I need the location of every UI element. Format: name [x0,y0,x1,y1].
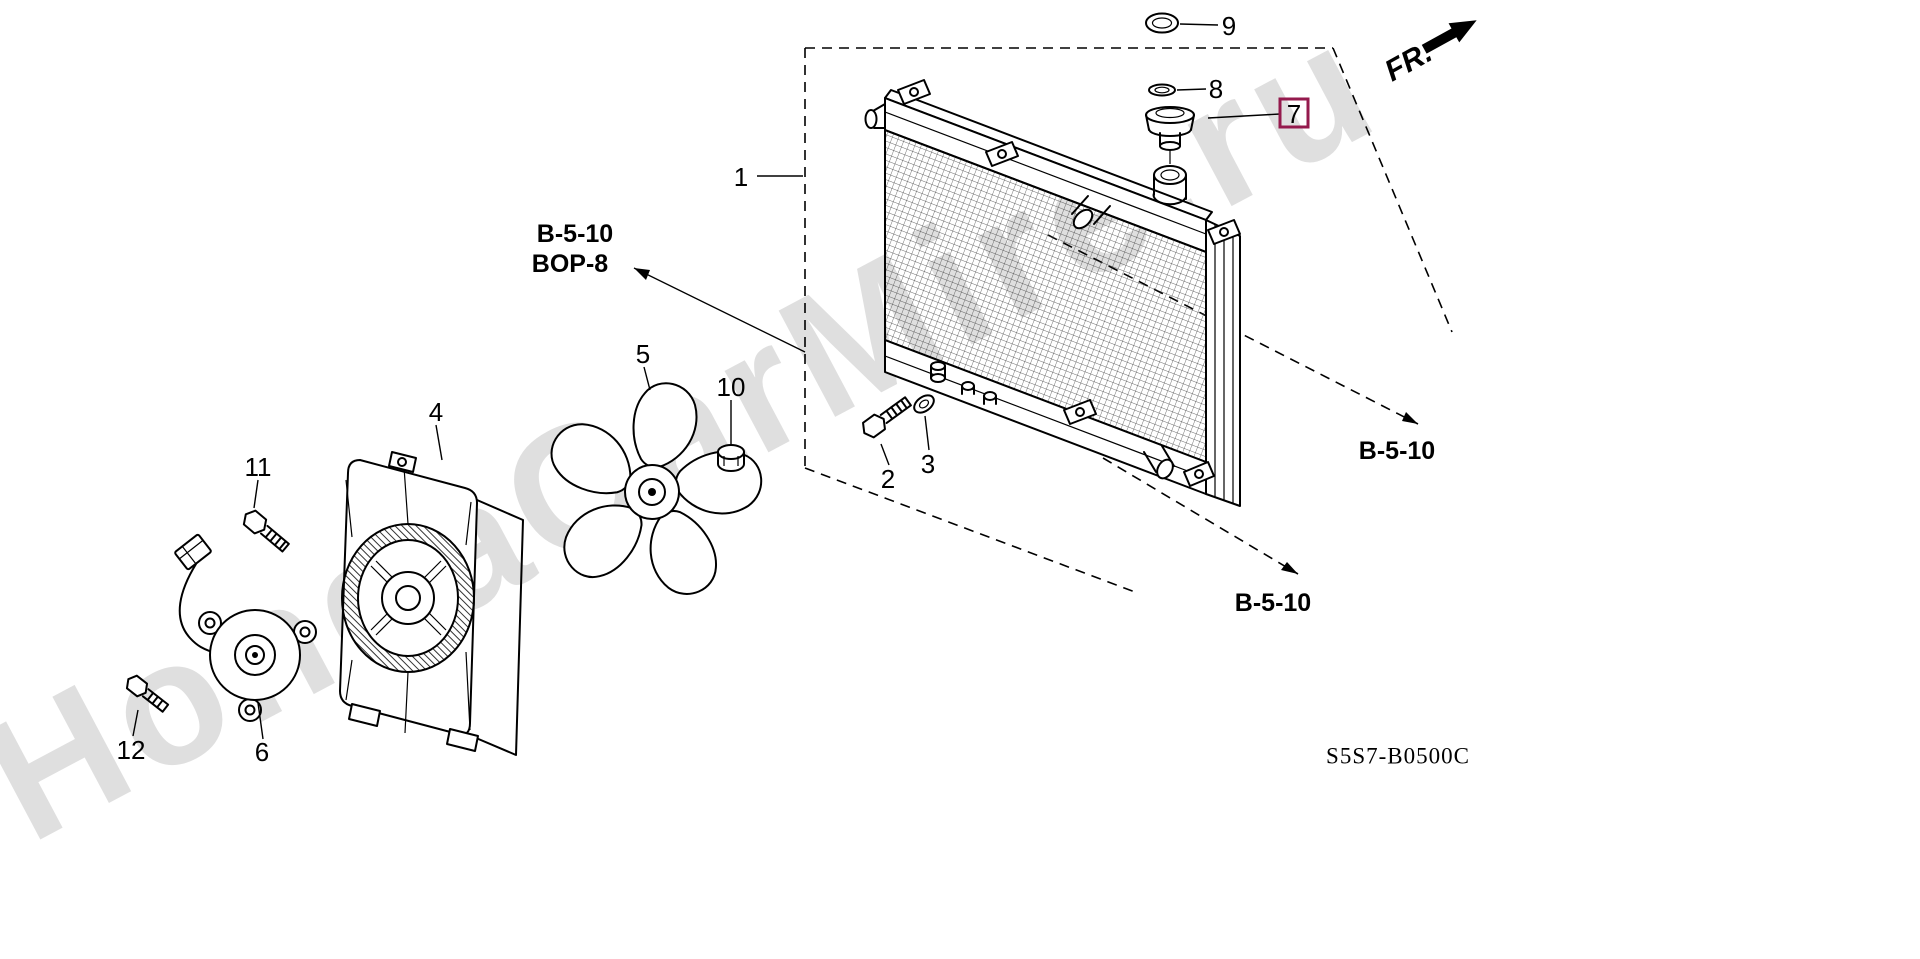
callout-6[interactable]: 6 [255,737,269,767]
motor-bolt-drawing [242,509,290,553]
callout-7-box [1278,97,1310,129]
motor-connector [174,533,212,571]
ref-link-bottom[interactable]: B-5-10 [1235,589,1311,617]
fr-direction-indicator: FR. [1379,20,1477,88]
callout-10[interactable]: 10 [717,372,746,402]
callout-2[interactable]: 2 [881,464,895,494]
fan-blade-drawing [541,382,771,608]
drain-bolt-drawing [862,396,912,439]
cap-ring-drawing [1145,12,1179,34]
callout-1[interactable]: 1 [734,162,748,192]
callout-3[interactable]: 3 [921,449,935,479]
ref-right-arrow-icon [1402,412,1418,424]
ref-link-right[interactable]: B-5-10 [1359,437,1435,465]
drain-washer-drawing [913,394,935,414]
radiator-drawing [864,79,1241,507]
callout-11[interactable]: 11 [245,452,272,482]
ref-left-arrow-icon [634,268,650,280]
fan-motor-drawing [174,533,317,722]
callout-7-highlighted[interactable]: 7 [1278,97,1310,129]
assembly-boundary [804,47,1453,593]
callout-4[interactable]: 4 [429,397,443,427]
bracket-bolt-drawing [125,674,170,713]
ref-link-left-secondary[interactable]: BOP-8 [532,250,609,278]
callout-9[interactable]: 9 [1222,11,1236,41]
callout-leaders [132,23,1281,740]
callout-7[interactable]: 7 [1287,99,1301,129]
cap-gasket-drawing [1148,83,1176,97]
fr-arrow-icon [1421,20,1477,54]
diagram-code: S5S7-B0500C [1326,744,1470,769]
ref-link-left-primary[interactable]: B-5-10 [537,220,613,248]
callout-8[interactable]: 8 [1209,74,1223,104]
radiator-cap-drawing [1145,106,1195,151]
callout-12[interactable]: 12 [117,735,146,765]
fan-shroud-drawing [339,451,524,756]
callout-5[interactable]: 5 [636,339,650,369]
ref-bottom-arrow-icon [1281,562,1298,574]
